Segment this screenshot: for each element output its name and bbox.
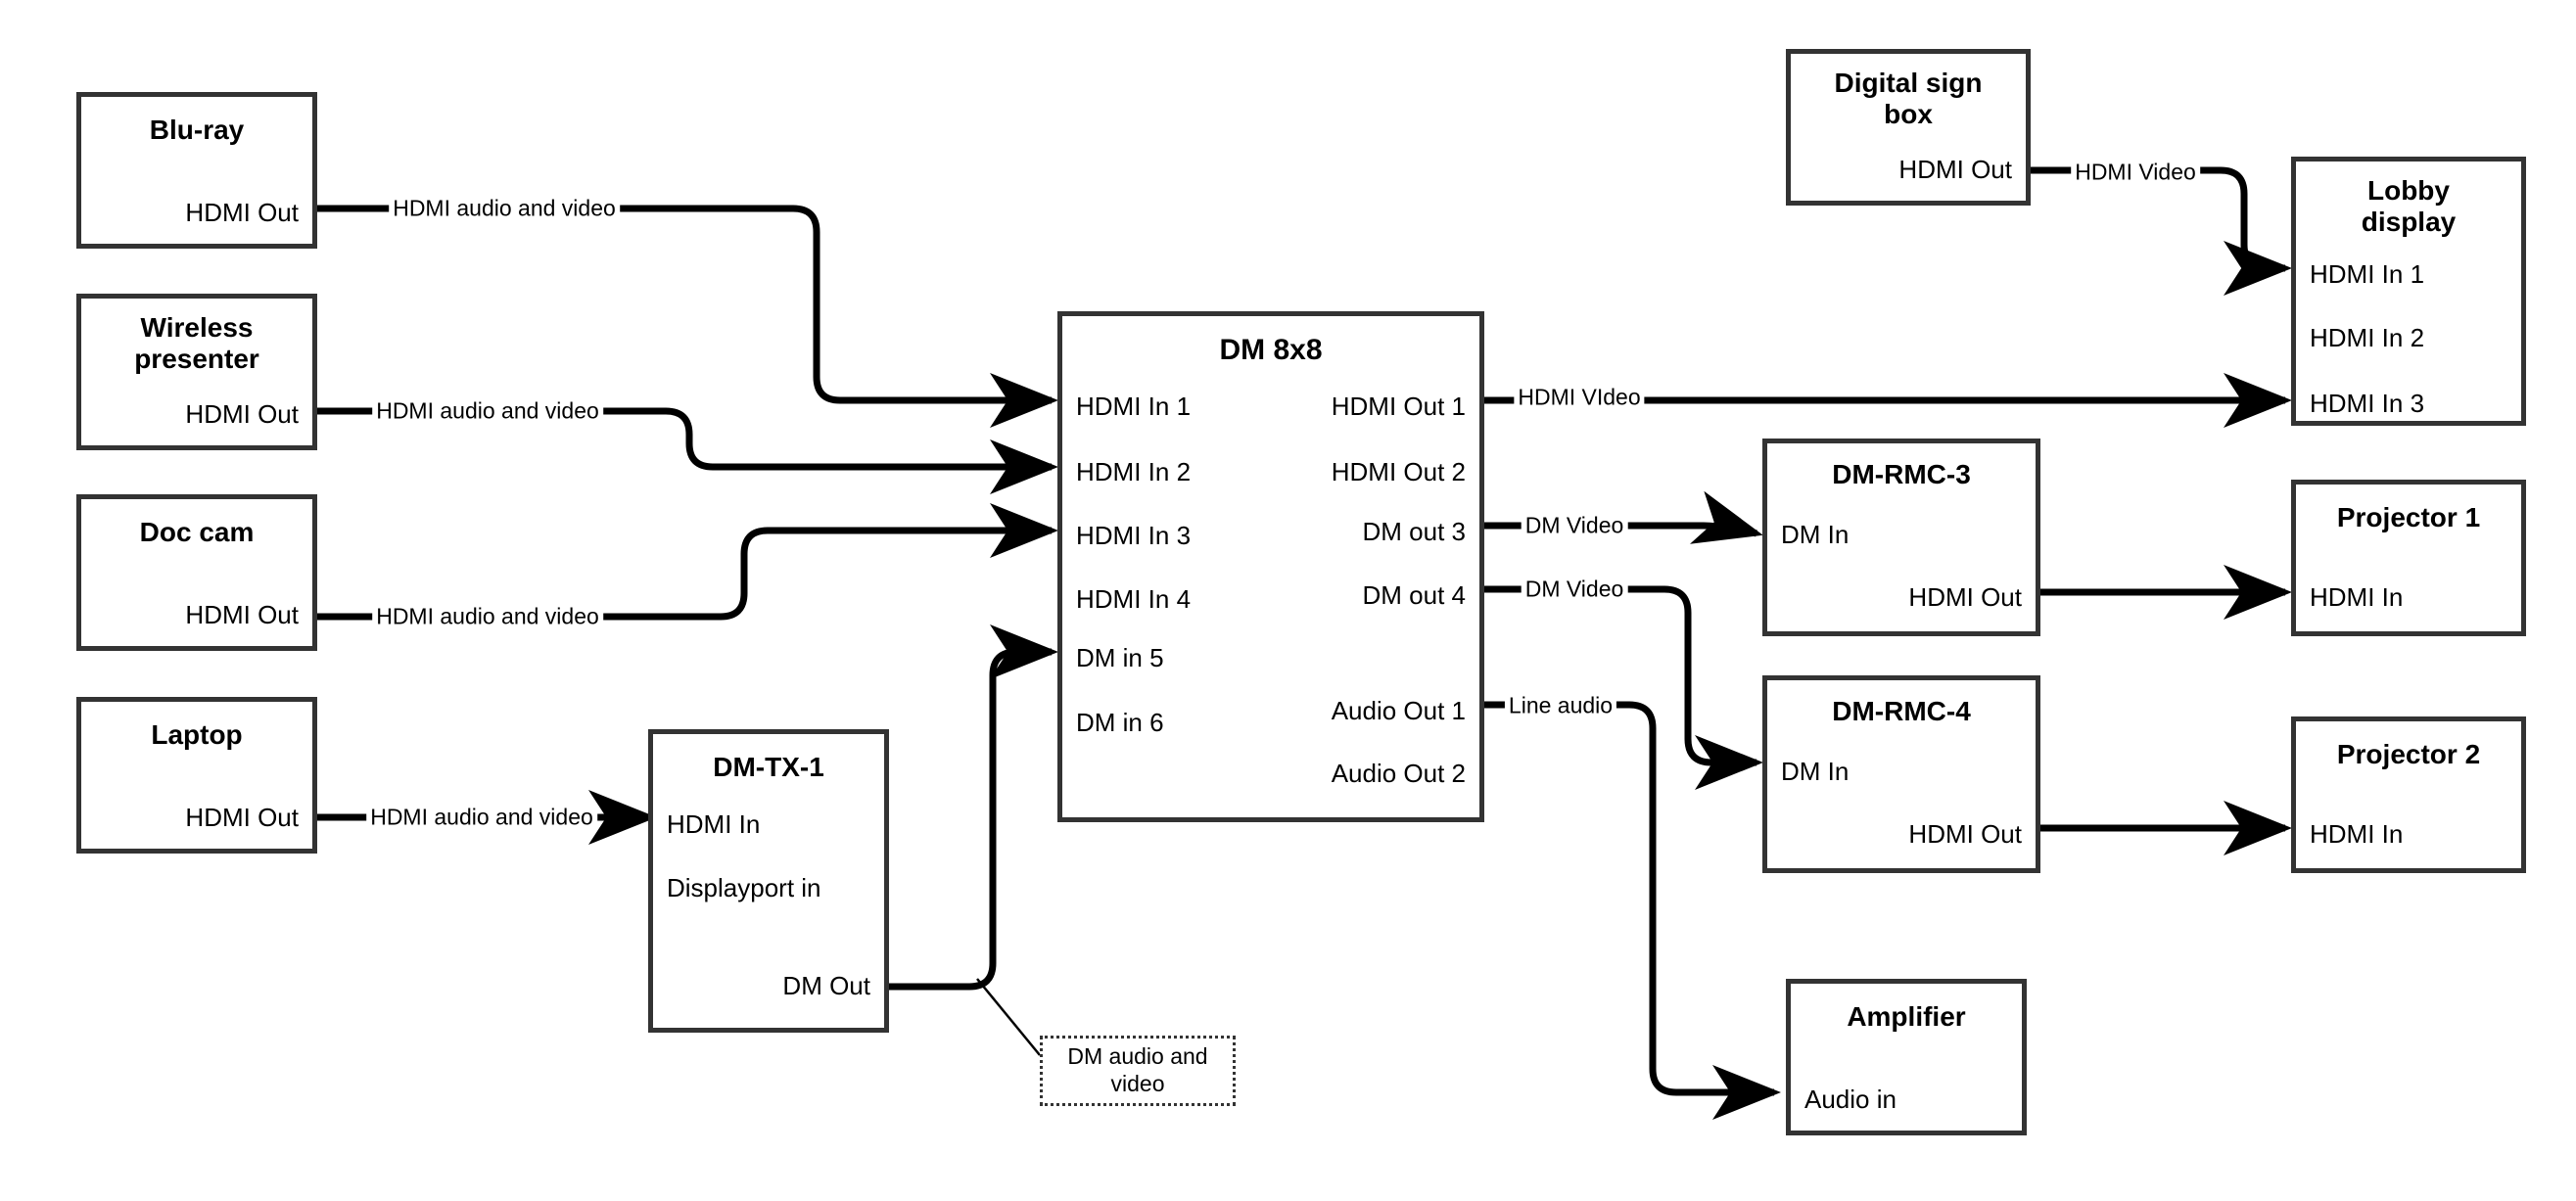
connector-bluray-to-dm8x8 xyxy=(317,205,1058,428)
node-projector-1-port-hdmi-in[interactable]: HDMI In xyxy=(2310,582,2404,612)
node-dm-tx-1-port-displayport-in[interactable]: Displayport in xyxy=(667,873,821,902)
node-doc-cam-port-hdmi-out[interactable]: HDMI Out xyxy=(185,600,299,629)
node-dm-8x8-port-hdmi-in-2[interactable]: HDMI In 2 xyxy=(1076,457,1192,486)
node-laptop-port-hdmi-out[interactable]: HDMI Out xyxy=(185,803,299,832)
edge-label-dm8x8-to-rmc4: DM Video xyxy=(1521,576,1628,603)
node-bluray-title: Blu-ray xyxy=(149,115,245,145)
node-projector-2-title: Projector 2 xyxy=(2336,739,2481,769)
node-dm-rmc-3-port-hdmi-out[interactable]: HDMI Out xyxy=(1908,582,2022,612)
node-dm-8x8-port-dm-in-5[interactable]: DM in 5 xyxy=(1076,643,1164,672)
node-digital-sign-box[interactable]: Digital sign box HDMI Out xyxy=(1786,49,2031,206)
node-lobby-display-port-hdmi-in-2[interactable]: HDMI In 2 xyxy=(2310,323,2425,352)
node-bluray[interactable]: Blu-ray HDMI Out xyxy=(76,92,317,249)
connector-wireless-to-dm8x8 xyxy=(317,407,1058,494)
edge-label-doccam-to-dm8x8: HDMI audio and video xyxy=(372,603,603,630)
node-doc-cam-title: Doc cam xyxy=(139,517,255,547)
node-dm-8x8-port-dm-out-3[interactable]: DM out 3 xyxy=(1362,517,1467,546)
node-dm-rmc-4-port-hdmi-out[interactable]: HDMI Out xyxy=(1908,819,2022,849)
callout-dm-audio-and-video: DM audio and video xyxy=(1040,1036,1236,1106)
node-dm-8x8[interactable]: DM 8x8 HDMI In 1 HDMI In 2 HDMI In 3 HDM… xyxy=(1057,311,1484,822)
node-dm-rmc-4-title: DM-RMC-4 xyxy=(1832,696,1971,726)
node-dm-8x8-port-hdmi-out-2[interactable]: HDMI Out 2 xyxy=(1331,457,1466,486)
node-dm-tx-1-port-dm-out[interactable]: DM Out xyxy=(782,971,870,1000)
connector-dm8x8-to-rmc4 xyxy=(1484,585,1763,790)
node-dm-rmc-4[interactable]: DM-RMC-4 DM In HDMI Out xyxy=(1762,675,2040,873)
connector-dm8x8-to-amplifier xyxy=(1484,701,1781,1120)
node-projector-2[interactable]: Projector 2 HDMI In xyxy=(2291,716,2526,873)
node-projector-2-port-hdmi-in[interactable]: HDMI In xyxy=(2310,819,2404,849)
node-lobby-display-port-hdmi-in-1[interactable]: HDMI In 1 xyxy=(2310,259,2425,289)
connector-dmtx1-to-dm8x8 xyxy=(889,624,1058,991)
node-bluray-port-hdmi-out[interactable]: HDMI Out xyxy=(185,198,299,227)
node-amplifier[interactable]: Amplifier Audio in xyxy=(1786,979,2027,1135)
connector-signbox-to-lobby-hdmi1 xyxy=(2031,166,2292,296)
node-digital-sign-box-title: Digital sign box xyxy=(1834,68,1983,130)
node-dm-rmc-3[interactable]: DM-RMC-3 DM In HDMI Out xyxy=(1762,439,2040,636)
node-lobby-display-title: Lobby display xyxy=(2361,175,2457,238)
node-doc-cam[interactable]: Doc cam HDMI Out xyxy=(76,494,317,651)
node-wireless-presenter[interactable]: Wireless presenter HDMI Out xyxy=(76,294,317,450)
node-dm-tx-1-title: DM-TX-1 xyxy=(713,752,824,782)
node-dm-8x8-port-dm-out-4[interactable]: DM out 4 xyxy=(1362,580,1467,610)
edge-label-dm8x8-to-lobby: HDMI VIdeo xyxy=(1514,384,1645,411)
node-wireless-presenter-port-hdmi-out[interactable]: HDMI Out xyxy=(185,399,299,429)
node-dm-8x8-port-dm-in-6[interactable]: DM in 6 xyxy=(1076,708,1164,737)
connector-doccam-to-dm8x8 xyxy=(317,503,1058,621)
node-lobby-display-port-hdmi-in-3[interactable]: HDMI In 3 xyxy=(2310,389,2425,418)
edge-label-laptop-to-dmtx1: HDMI audio and video xyxy=(366,804,597,831)
node-dm-rmc-3-port-dm-in[interactable]: DM In xyxy=(1781,520,1850,549)
node-digital-sign-box-port-hdmi-out[interactable]: HDMI Out xyxy=(1898,155,2012,184)
node-dm-rmc-4-port-dm-in[interactable]: DM In xyxy=(1781,757,1850,786)
node-dm-8x8-port-audio-out-2[interactable]: Audio Out 2 xyxy=(1331,759,1466,788)
node-laptop[interactable]: Laptop HDMI Out xyxy=(76,697,317,854)
node-lobby-display[interactable]: Lobby display HDMI In 1 HDMI In 2 HDMI I… xyxy=(2291,157,2526,426)
node-dm-8x8-port-audio-out-1[interactable]: Audio Out 1 xyxy=(1331,696,1466,725)
edge-label-dm8x8-to-amplifier: Line audio xyxy=(1504,692,1617,719)
node-wireless-presenter-title: Wireless presenter xyxy=(134,312,259,375)
edge-label-dm8x8-to-rmc3: DM Video xyxy=(1521,512,1628,539)
edge-label-wireless-to-dm8x8: HDMI audio and video xyxy=(372,397,603,425)
node-projector-1-title: Projector 1 xyxy=(2336,502,2481,532)
node-dm-rmc-3-title: DM-RMC-3 xyxy=(1832,459,1971,489)
node-dm-8x8-port-hdmi-in-1[interactable]: HDMI In 1 xyxy=(1076,392,1192,421)
node-dm-8x8-title: DM 8x8 xyxy=(1219,334,1323,366)
node-dm-8x8-port-hdmi-out-1[interactable]: HDMI Out 1 xyxy=(1331,392,1466,421)
node-laptop-title: Laptop xyxy=(151,719,243,750)
node-amplifier-title: Amplifier xyxy=(1847,1001,1966,1032)
callout-leader-line xyxy=(976,978,1041,1056)
connector-dm8x8-to-rmc3 xyxy=(1484,490,1763,544)
edge-label-signbox-to-lobby: HDMI Video xyxy=(2071,159,2200,186)
node-dm-8x8-port-hdmi-in-4[interactable]: HDMI In 4 xyxy=(1076,584,1192,614)
node-dm-tx-1-port-hdmi-in[interactable]: HDMI In xyxy=(667,809,761,839)
node-projector-1[interactable]: Projector 1 HDMI In xyxy=(2291,480,2526,636)
node-dm-8x8-port-hdmi-in-3[interactable]: HDMI In 3 xyxy=(1076,521,1192,550)
node-dm-tx-1[interactable]: DM-TX-1 HDMI In Displayport in DM Out xyxy=(648,729,889,1033)
edge-label-bluray-to-dm8x8: HDMI audio and video xyxy=(389,195,620,222)
node-amplifier-port-audio-in[interactable]: Audio in xyxy=(1804,1085,1897,1114)
